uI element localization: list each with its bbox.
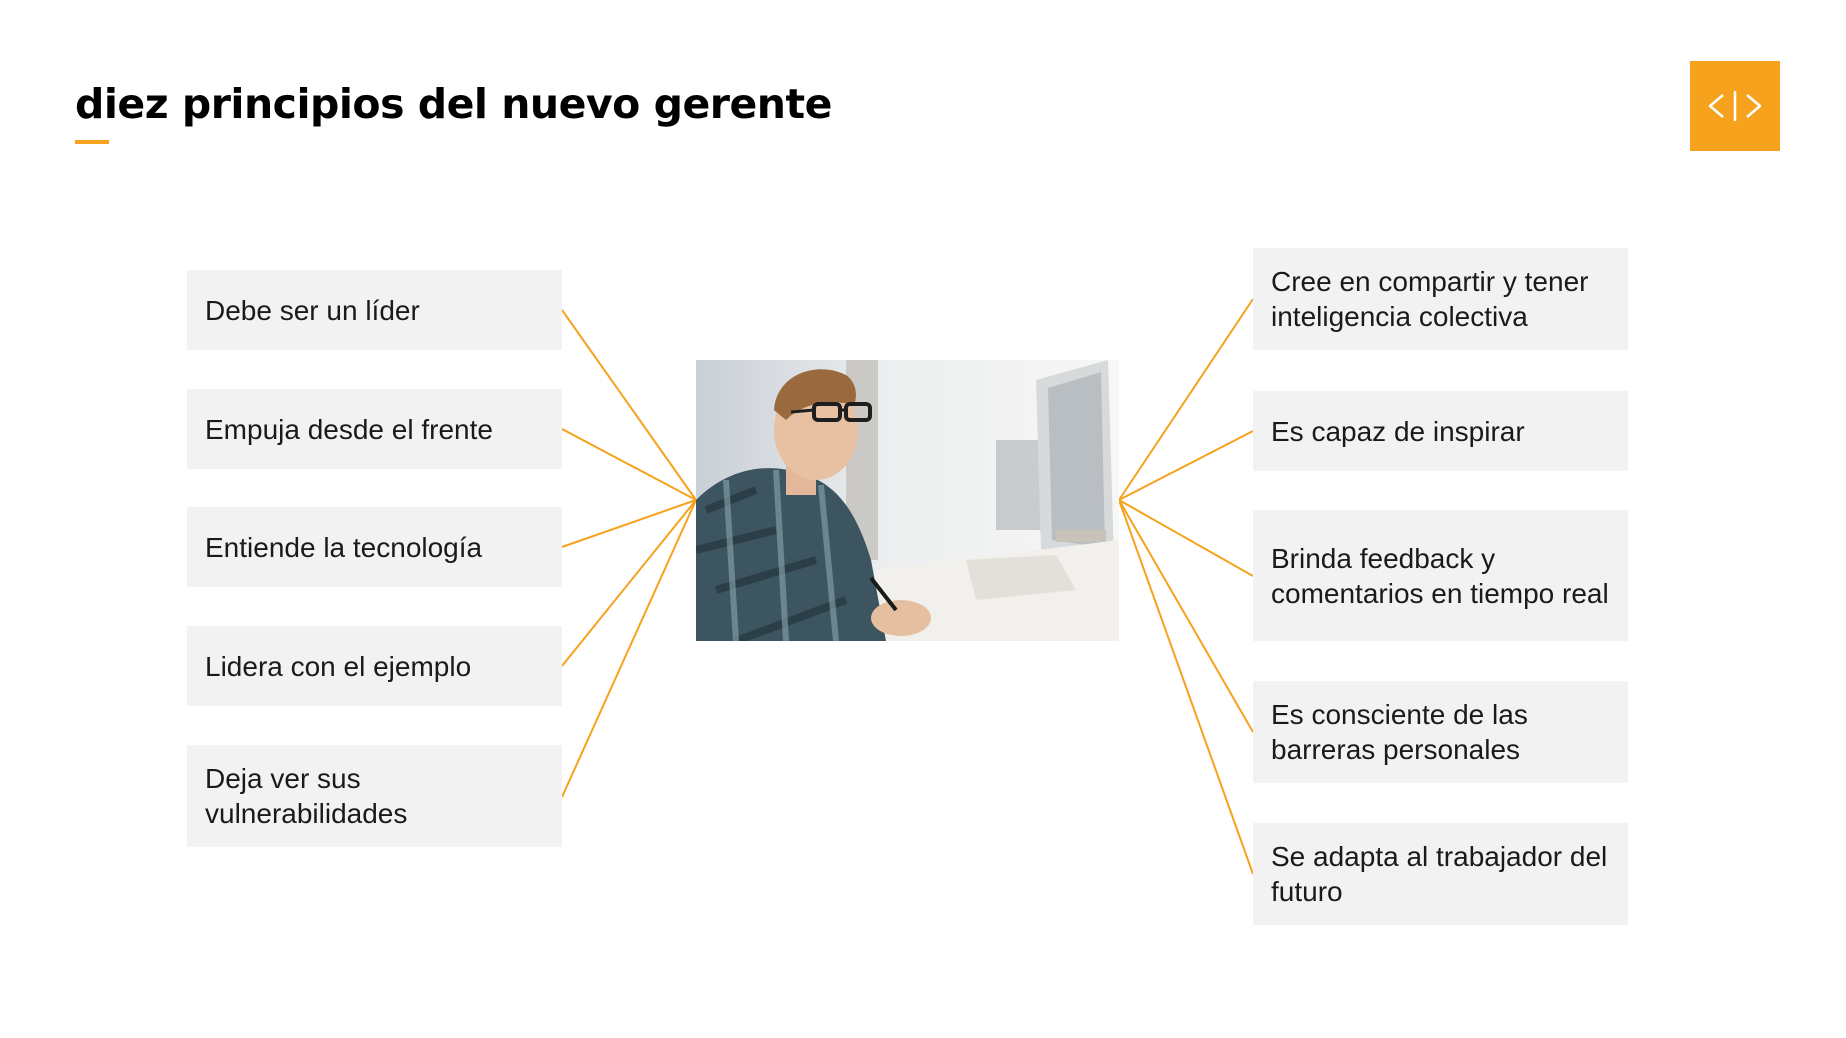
- principle-label: Deja ver sus vulnerabilidades: [205, 763, 408, 829]
- principle-label: Cree en compartir y tener inteligencia c…: [1271, 266, 1589, 332]
- connector-line: [1118, 499, 1254, 577]
- principle-label: Lidera con el ejemplo: [205, 650, 472, 682]
- slide-title: diez principios del nuevo gerente: [75, 80, 832, 128]
- man-at-computer-photo: [696, 360, 1119, 641]
- principle-box: Brinda feedback y comentarios en tiempo …: [1253, 510, 1628, 641]
- connector-line: [1118, 298, 1254, 501]
- principle-box: Es capaz de inspirar: [1253, 391, 1628, 471]
- connector-line: [561, 499, 697, 548]
- principle-box: Cree en compartir y tener inteligencia c…: [1253, 248, 1628, 350]
- principle-label: Empuja desde el frente: [205, 413, 493, 445]
- principle-box: Entiende la tecnología: [187, 507, 562, 587]
- principle-label: Brinda feedback y comentarios en tiempo …: [1271, 542, 1609, 609]
- principle-label: Debe ser un líder: [205, 294, 420, 326]
- principle-label: Entiende la tecnología: [205, 531, 483, 563]
- principle-box: Lidera con el ejemplo: [187, 626, 562, 706]
- principle-box: Deja ver sus vulnerabilidades: [187, 745, 562, 847]
- connector-line: [561, 309, 697, 501]
- principle-box: Es consciente de las barreras personales: [1253, 681, 1628, 783]
- principle-box: Debe ser un líder: [187, 270, 562, 350]
- connector-line: [561, 499, 697, 798]
- connector-line: [561, 428, 697, 501]
- principle-label: Es consciente de las barreras personales: [1271, 699, 1528, 765]
- connector-line: [1118, 499, 1254, 733]
- code-brackets-icon: [1708, 91, 1762, 121]
- principle-label: Se adapta al trabajador del futuro: [1271, 841, 1608, 907]
- principle-label: Es capaz de inspirar: [1271, 415, 1525, 447]
- principle-box: Se adapta al trabajador del futuro: [1253, 823, 1628, 925]
- connector-line: [561, 499, 697, 667]
- connector-line: [1118, 499, 1254, 875]
- logo: [1690, 61, 1780, 151]
- title-underline: [75, 140, 109, 144]
- principle-box: Empuja desde el frente: [187, 389, 562, 469]
- connector-line: [1118, 430, 1254, 501]
